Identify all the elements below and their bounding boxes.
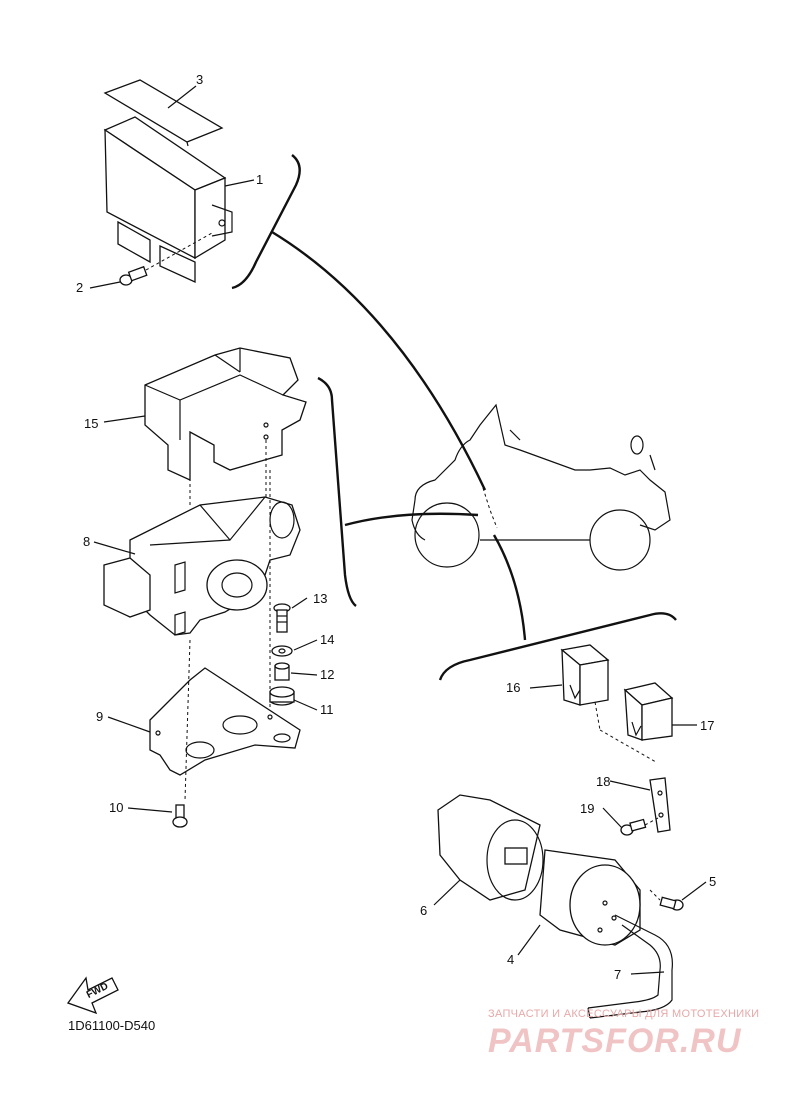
callout-14: 14 [320, 632, 334, 647]
part-14-washer [271, 645, 293, 657]
callout-19: 19 [580, 801, 594, 816]
callout-4: 4 [507, 952, 514, 967]
callout-10: 10 [109, 800, 123, 815]
callout-16: 16 [506, 680, 520, 695]
part-16-relay [560, 644, 610, 731]
part-7-hose [587, 914, 673, 1019]
callout-11: 11 [320, 702, 334, 717]
part-6-rubber-holder [437, 794, 544, 901]
callout-7: 7 [614, 967, 621, 982]
leader-mid-to-bike [344, 512, 479, 527]
part-10-bolt [172, 804, 188, 828]
callout-8: 8 [83, 534, 90, 549]
motorcycle-outline [411, 403, 671, 571]
callout-5: 5 [709, 874, 716, 889]
callout-13: 13 [313, 591, 327, 606]
group-bracket-lower [438, 612, 677, 681]
group-bracket-upper [231, 154, 301, 290]
callout-17: 17 [700, 718, 714, 733]
part-11-grommet [269, 686, 295, 706]
callout-18: 18 [596, 774, 610, 789]
part-17-relay [599, 682, 674, 763]
part-12-collar [274, 662, 290, 681]
callout-9: 9 [96, 709, 103, 724]
group-bracket-mid [317, 376, 357, 607]
diagram-code: 1D61100-D540 [68, 1018, 156, 1033]
part-15-cover [144, 347, 307, 505]
part-1-control-unit [103, 116, 233, 284]
callout-leaders [89, 85, 707, 975]
callout-15: 15 [84, 416, 98, 431]
part-8-hydraulic-unit [103, 496, 301, 636]
callout-3: 3 [196, 72, 203, 87]
callout-6: 6 [420, 903, 427, 918]
part-19-screw [620, 817, 659, 836]
callout-1: 1 [256, 172, 263, 187]
leader-lower-to-bike [492, 534, 527, 641]
watermark-logo: PARTSFOR.RU [488, 1022, 742, 1060]
part-4-fuel-pump [539, 849, 641, 946]
part-9-bracket [149, 639, 301, 801]
part-13-bolt [273, 603, 291, 633]
part-3-pad [103, 79, 224, 147]
leader-upper-to-bike [271, 230, 487, 491]
fwd-arrow-icon: FWD [66, 976, 119, 1015]
part-5-screw [649, 889, 684, 911]
part-2-screw [119, 232, 213, 286]
callout-12: 12 [320, 667, 334, 682]
part-18-bracket [649, 777, 671, 833]
callout-2: 2 [76, 280, 83, 295]
watermark-caption: ЗАПЧАСТИ И АКСЕССУАРЫ ДЛЯ МОТОТЕХНИКИ [488, 1008, 760, 1020]
